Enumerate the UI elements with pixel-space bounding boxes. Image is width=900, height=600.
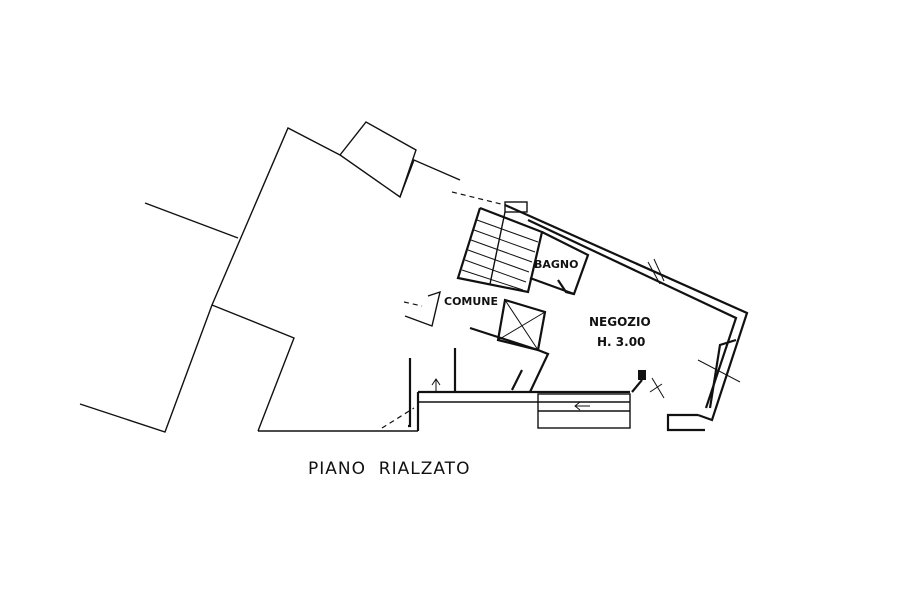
door-swing-mark [651, 377, 665, 399]
negozio-walls [416, 203, 749, 432]
bagno-walls [529, 231, 590, 296]
lower-left-building-outline [79, 304, 295, 433]
comune-hall-wall [469, 326, 550, 393]
ramp-arrow-head [574, 401, 581, 411]
negozio-east-bay [708, 338, 737, 409]
bagno-outline [529, 231, 590, 296]
stair-top-landing [504, 201, 528, 213]
north-wall-window-mark-2 [653, 258, 665, 282]
plan-title: PIANO RIALZATO [308, 459, 470, 479]
west-boundary [211, 127, 341, 306]
stair-treads [461, 211, 539, 291]
north-wall-window-mark [647, 261, 661, 285]
negozio-south-corner [666, 413, 705, 432]
east-window-mark [697, 359, 741, 383]
door-leaf [631, 379, 643, 393]
room-label-comune: COMUNE [444, 295, 498, 308]
context-buildings [79, 121, 417, 433]
top-annex-outline [338, 121, 417, 199]
comune-dashed [403, 301, 423, 307]
stair-block [456, 201, 544, 294]
south-dashed-line [381, 407, 415, 429]
north-boundary [399, 159, 461, 198]
comune-walls [403, 290, 550, 428]
room-label-negozio: NEGOZIO [589, 315, 651, 329]
comune-entry-wall [404, 290, 441, 327]
room-height-negozio: H. 3.00 [597, 335, 645, 349]
negozio-door [631, 370, 665, 399]
north-dashed-line [451, 191, 506, 206]
elevator-cross-2 [497, 311, 546, 341]
comune-door-3 [511, 369, 523, 391]
room-label-bagno: BAGNO [534, 258, 578, 271]
comune-arrow-head [431, 378, 441, 386]
stair-outline [456, 206, 544, 294]
main-outline [211, 127, 506, 432]
door-post [638, 370, 646, 380]
door-swing-mark-2 [649, 383, 663, 393]
comune-door-1 [408, 358, 412, 428]
negozio-north-wall-inner [527, 219, 738, 409]
left-building-outline [144, 202, 239, 239]
bagno-door-jamb [557, 279, 575, 296]
negozio-north-wall [504, 203, 749, 422]
elevator-cross-1 [504, 299, 539, 351]
